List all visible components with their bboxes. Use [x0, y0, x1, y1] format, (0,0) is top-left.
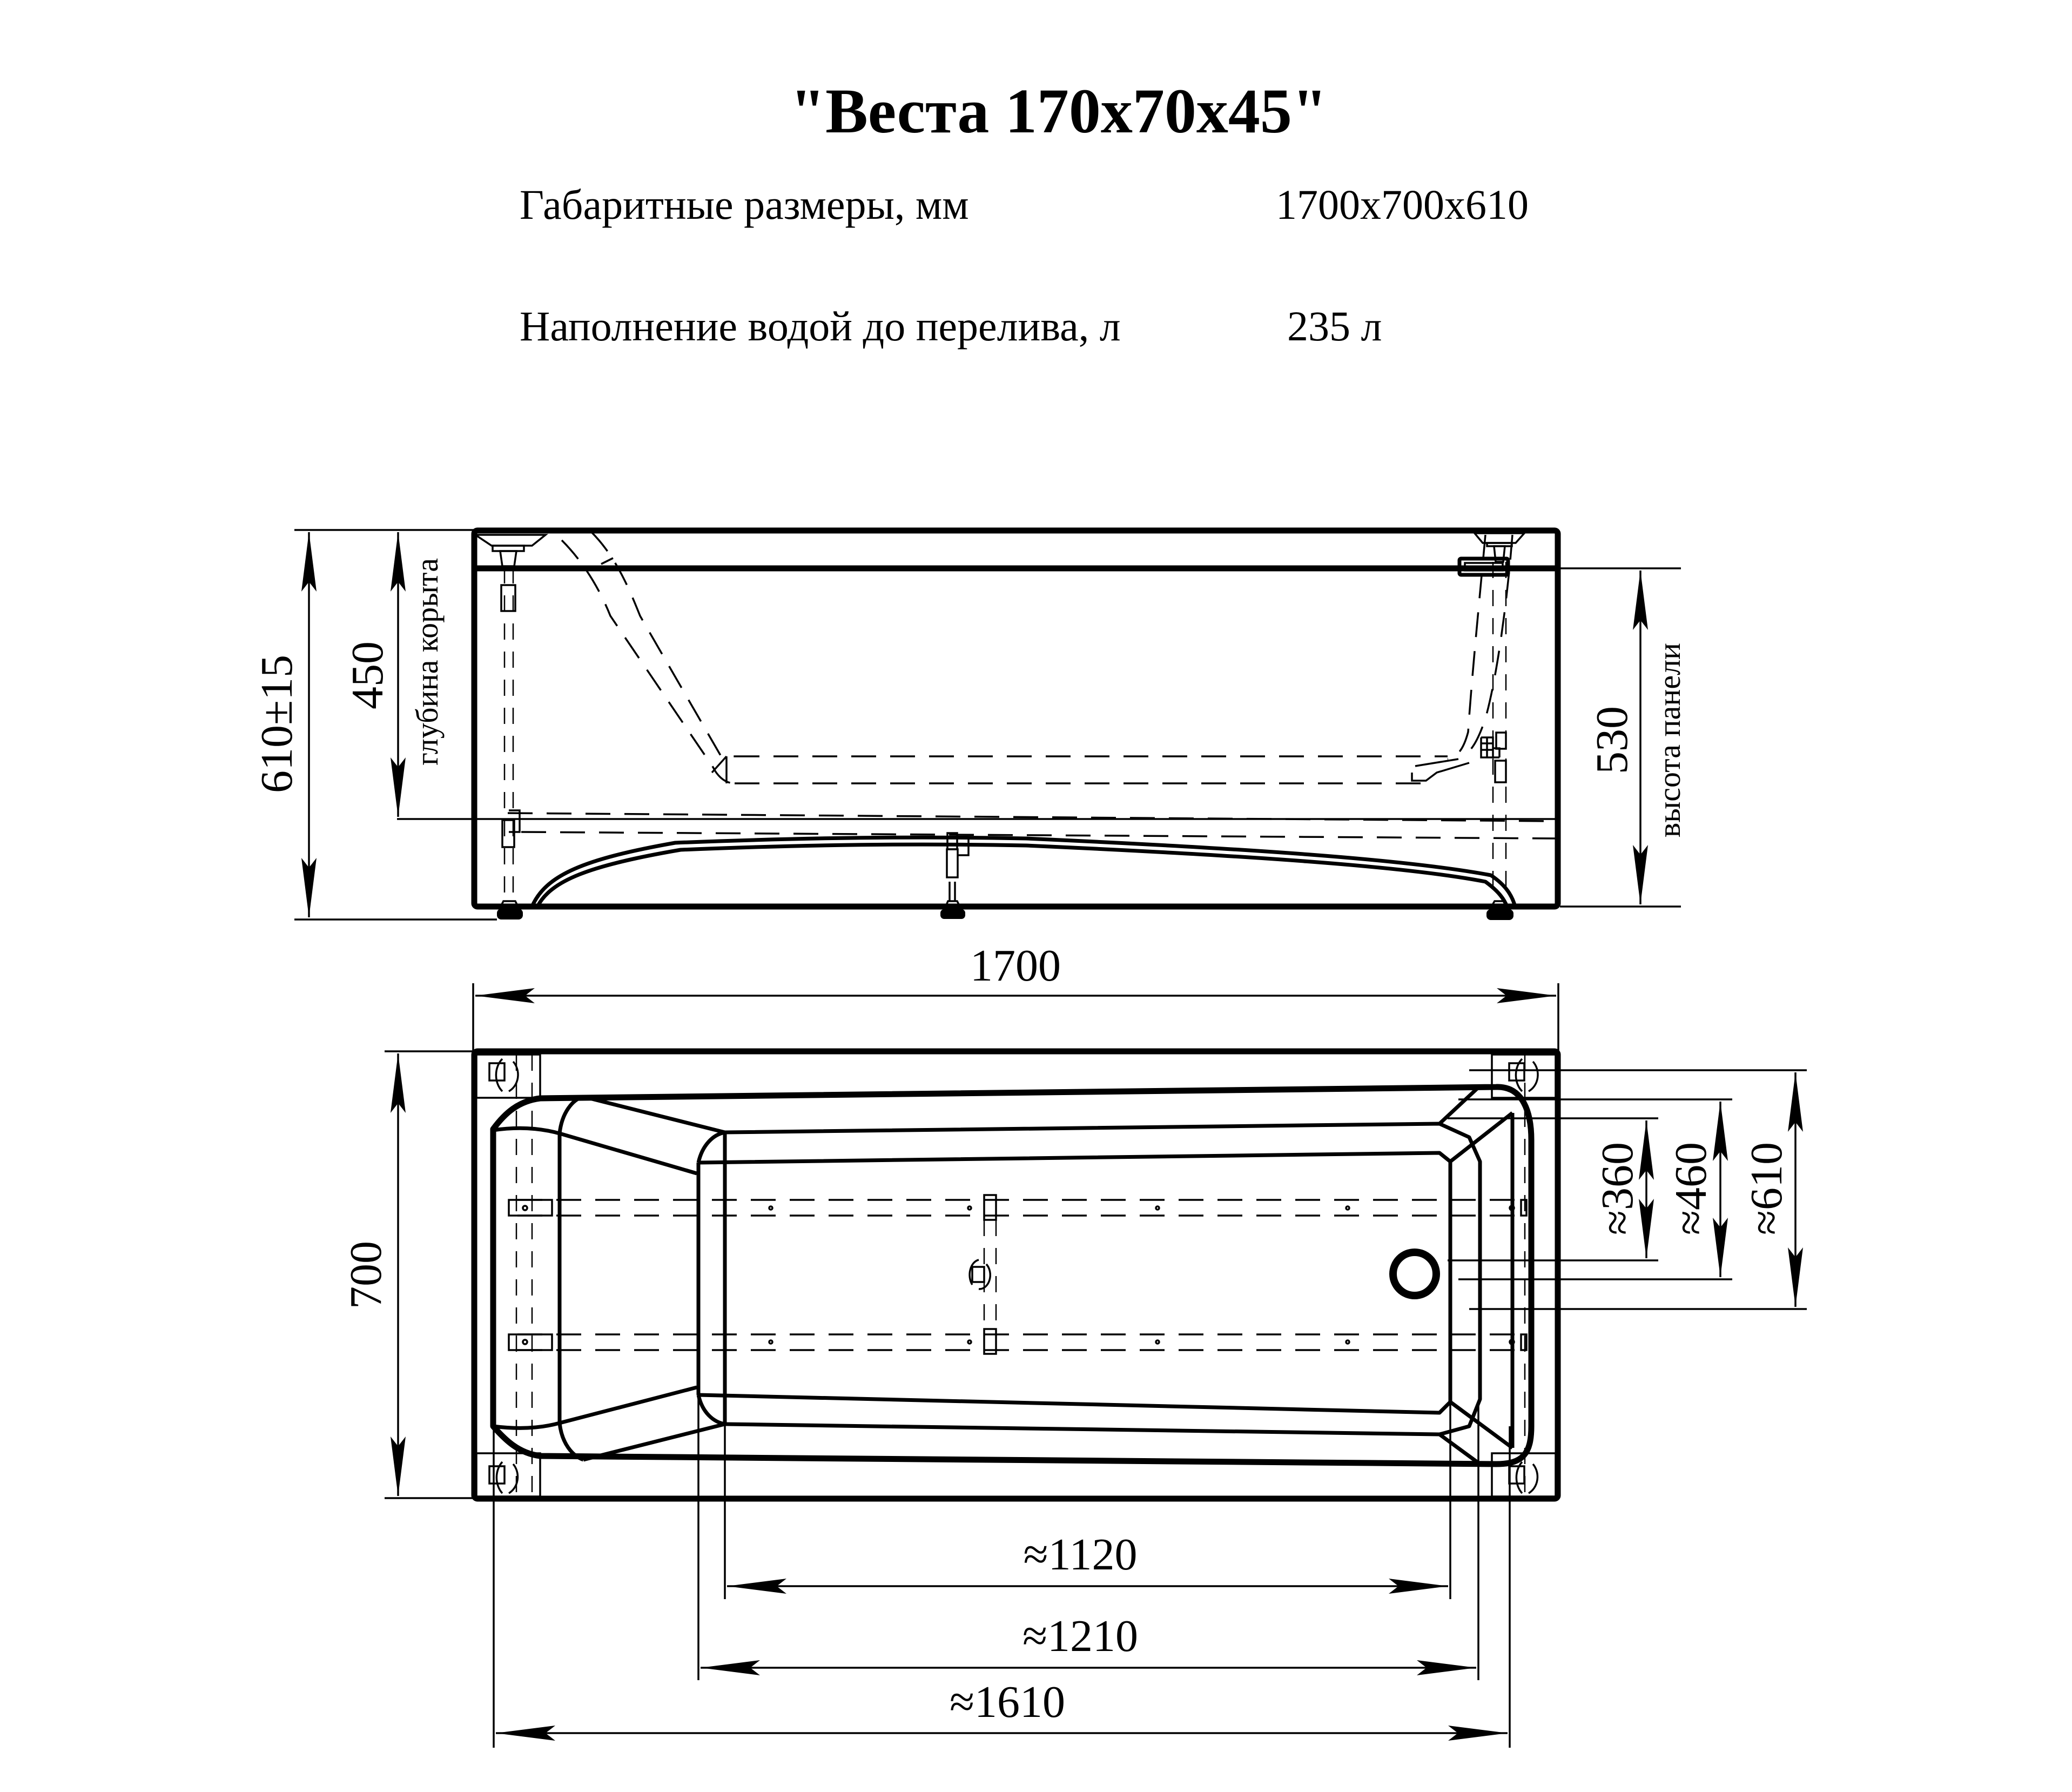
dim-tub-depth: 450 [342, 641, 393, 709]
dim-panel-height: 530 [1587, 706, 1637, 774]
spec-volume-value: 235 л [1287, 303, 1382, 350]
dim-length: 1700 [970, 941, 1061, 991]
spec-volume-label: Наполнение водой до перелива, л [520, 303, 1121, 350]
dim-panel-height-label: высота панели [1652, 643, 1687, 837]
spec-dimensions-label: Габаритные размеры, мм [520, 181, 969, 228]
dim-mid-width: ≈460 [1666, 1142, 1716, 1235]
side-view: 610±15 450 глубина корыта 530 высота пан… [252, 527, 1687, 1051]
dim-total-height: 610±15 [252, 655, 302, 793]
dim-bottom-width: ≈360 [1592, 1142, 1643, 1235]
leg-left [472, 534, 548, 920]
dim-basin-length: ≈1210 [1022, 1611, 1138, 1661]
leg-pad-tl [475, 1053, 541, 1496]
rail-bolts [522, 1205, 1515, 1345]
dim-bottom-length: ≈1120 [1024, 1529, 1138, 1580]
spec-dimensions-value: 1700x700x610 [1276, 181, 1529, 228]
dim-inner-length: ≈1610 [950, 1677, 1065, 1727]
dim-rim-width: ≈610 [1741, 1142, 1792, 1235]
leg-middle [940, 832, 970, 919]
dim-tub-depth-label: глубина корыта [409, 558, 445, 766]
top-view: 700 ≈360 ≈460 ≈610 ≈1120 ≈1210 ≈1610 [341, 1048, 1807, 1748]
dim-width: 700 [341, 1241, 391, 1309]
leg-pad-bl [475, 1452, 541, 1498]
drain-icon [1389, 1249, 1440, 1299]
page-title: "Веста 170x70x45" [790, 76, 1328, 146]
leg-pad-br [1491, 1452, 1557, 1498]
leg-right [1457, 532, 1526, 920]
